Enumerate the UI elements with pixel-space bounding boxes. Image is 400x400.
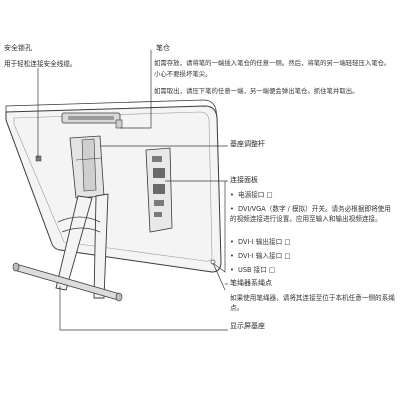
connector-port-icon: □	[282, 252, 291, 260]
security-slot-description: 用于轻松连接安全线缆。	[4, 60, 77, 68]
stand-legs-shape	[55, 193, 109, 299]
connector-item-usb: • USB 接口 □	[230, 266, 275, 275]
bullet-icon: •	[230, 252, 234, 260]
security-slot-label: 安全锁孔	[4, 44, 32, 52]
pen-holder-shape	[61, 112, 123, 129]
connector-item-dvi-out: • DVI-I 输出接口 □	[230, 238, 291, 247]
leader-lines	[37, 50, 228, 331]
connector-item-text: 电源接口	[238, 191, 265, 199]
connector-item-power: • 电源接口 □	[230, 191, 273, 200]
connector-panel-label: 连接面板	[230, 176, 258, 184]
connector-port-icon: □	[282, 238, 291, 246]
stand-bracket-shape	[69, 135, 105, 199]
tablet-top-rim	[5, 99, 218, 119]
security-slot-shape	[35, 155, 42, 162]
connector-item-dvi-vga-switch: •DVI/VGA（数字 / 模拟）开关。请务必根据即将使用的视频连接进行设置。应…	[230, 204, 396, 224]
connector-panel-shape	[145, 147, 173, 233]
bullet-icon: •	[230, 205, 234, 213]
pen-tether-description: 如果使用笔绳器，请将其连接至位于本机任意一侧的系绳点。	[230, 294, 395, 312]
pen-tether-label: 笔绳器系绳点	[230, 279, 272, 287]
pen-holder-remove-instructions: 如需取出，请压下笔的任意一端，另一端便会弹出笔仓。抓住笔并取出。	[154, 87, 359, 95]
connector-port-icon: □	[264, 191, 273, 199]
connector-port-icon: □	[266, 266, 276, 274]
connector-item-dvi-in: • DVI-I 输入接口 □	[230, 252, 291, 261]
pen-holder-label: 笔仓	[156, 44, 170, 52]
tablet-inner-edge	[13, 111, 213, 262]
bullet-icon: •	[230, 266, 234, 274]
tether-point-shape	[210, 259, 216, 265]
connector-item-text: USB 接口	[238, 266, 267, 274]
bullet-icon: •	[230, 238, 234, 246]
pen-holder-store-instructions: 如需存放，请将笔的一端插入笔仓的任意一侧。然后，将笔的另一端轻轻压入笔仓。小心不…	[154, 59, 391, 78]
stand-base-shape	[12, 262, 123, 302]
tablet-back-shell	[5, 105, 222, 273]
stand-adjust-lever-label: 基座调整杆	[230, 140, 265, 148]
connector-item-text: DVI/VGA（数字 / 模拟）开关。请务必根据即将使用的视频连接进行设置。应用…	[230, 205, 391, 223]
connector-item-text: DVI-I 输入接口	[238, 252, 283, 260]
connector-item-text: DVI-I 输出接口	[238, 238, 283, 246]
display-stand-label: 显示屏基座	[230, 322, 265, 330]
bullet-icon: •	[230, 191, 234, 199]
